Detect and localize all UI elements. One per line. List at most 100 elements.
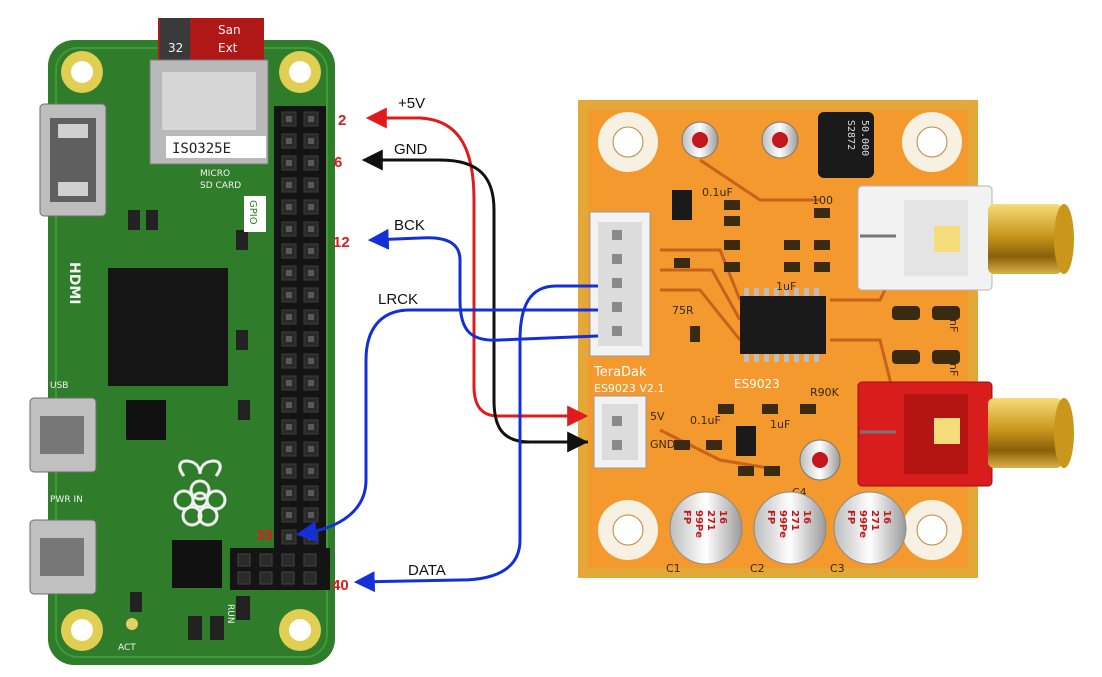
run-header-pin (303, 571, 317, 585)
signal-label-5v: +5V (398, 95, 425, 112)
dac-mount-holes (598, 112, 962, 560)
gpio-pin-tip (286, 270, 292, 276)
raspberry-logo-icon (173, 459, 227, 527)
polymer-cap-print: FP (681, 510, 692, 524)
pin-number-12: 12 (333, 234, 350, 251)
chip-leg (804, 288, 809, 296)
wire-data (353, 284, 598, 593)
polymer-cap-print: FP (765, 510, 776, 524)
sd-card-size: 32 (168, 41, 183, 55)
pi-ic-small (126, 400, 166, 440)
gpio-pin-tip (308, 446, 314, 452)
run-header-pin (281, 571, 295, 585)
power-silk-gnd: GND (650, 438, 675, 451)
act-led (126, 618, 138, 630)
wire-bck (367, 228, 599, 342)
chip-leg (764, 354, 769, 362)
pi-smd-parts (128, 210, 250, 640)
i2s-connector (589, 211, 651, 357)
gpio-pin-tip (286, 424, 292, 430)
silk-c5: 1nF (947, 312, 960, 332)
dac-brand: TeraDak (593, 365, 647, 380)
chip-leg (774, 354, 779, 362)
run-header-pin (281, 553, 295, 567)
run-header-pin (259, 571, 273, 585)
usb-port: USB (29, 381, 97, 473)
gpio-pin-tip (286, 226, 292, 232)
gpio-pin-tip (308, 204, 314, 210)
slot-silk-2: SD CARD (200, 181, 241, 191)
polymer-cap-print: 99Pe (693, 510, 704, 538)
gpio-pin-tip (286, 446, 292, 452)
silk-c2: 0.1uF (690, 414, 721, 427)
gpio-pin-tip (308, 336, 314, 342)
sd-card: 32 San Ext (158, 18, 264, 66)
gpio-pin-tip (286, 380, 292, 386)
wires (295, 107, 599, 593)
soc-chip (108, 268, 228, 386)
chip-leg (774, 288, 779, 296)
sd-reader: ISO325E MICRO SD CARD (149, 59, 269, 191)
polymer-cap-print: 16 (881, 510, 892, 524)
wire-lrck (295, 308, 598, 543)
oscillator: S2872 50.000 (818, 112, 874, 178)
gpio-pin-tip (286, 248, 292, 254)
polymer-cap-label: C1 (666, 562, 681, 575)
slot-silk-1: MICRO (200, 169, 230, 179)
gpio-pin-tip (286, 182, 292, 188)
signal-label-bck: BCK (394, 217, 425, 234)
osc-line1: S2872 (845, 120, 856, 150)
signal-label-data: DATA (408, 562, 446, 579)
gpio-pin-tip (308, 182, 314, 188)
gpio-pin-tip (308, 380, 314, 386)
polymer-cap-print: FP (845, 510, 856, 524)
osc-line2: 50.000 (859, 120, 870, 156)
gpio-silk-box (244, 196, 266, 232)
chip-leg (754, 288, 759, 296)
gpio-pin-tip (308, 314, 314, 320)
rca-jack-red-icon (857, 381, 1074, 487)
polymer-cap-body (669, 491, 743, 565)
hdmi-silk: HDMI (66, 262, 82, 304)
polymer-cap-print: 16 (801, 510, 812, 524)
gpio-pin-tip (286, 116, 292, 122)
silk-c6: 1nF (947, 356, 960, 376)
polymer-cap-body (833, 491, 907, 565)
gpio-pin-tip (308, 116, 314, 122)
pin-number-2: 2 (338, 112, 346, 129)
gpio-pin-tip (286, 358, 292, 364)
pin-number-35: 35 (256, 527, 273, 544)
chip-leg (814, 288, 819, 296)
dac-ic-top (672, 190, 692, 220)
signal-label-gnd: GND (394, 141, 428, 158)
gpio-pin-tip (308, 160, 314, 166)
gpio-pin-tip (308, 248, 314, 254)
wire-gnd (361, 149, 588, 444)
polymer-cap-label: C2 (750, 562, 765, 575)
pin-number-6: 6 (334, 154, 342, 171)
signal-label-lrck: LRCK (378, 291, 418, 308)
run-header-pin (303, 553, 317, 567)
polymer-cap-print: 271 (789, 510, 800, 531)
run-header (230, 548, 330, 590)
pwr-silk: PWR IN (50, 495, 83, 505)
signal-labels: +5V GND BCK LRCK DATA (378, 95, 446, 579)
dac-chip-label: ES9023 (734, 377, 780, 391)
polymer-cap-print: 271 (705, 510, 716, 531)
chip-leg (744, 354, 749, 362)
gpio-pin-tip (308, 402, 314, 408)
gpio-pin-tip (308, 270, 314, 276)
dac-smd-parts (674, 200, 960, 476)
sd-card-line1: San (218, 23, 241, 37)
dac-chip (740, 288, 826, 362)
gpio-pin-tip (286, 292, 292, 298)
gpio-pin-tip (308, 512, 314, 518)
gpio-pin-tip (308, 424, 314, 430)
wire-5v (365, 107, 578, 418)
gpio-pin-tip (286, 534, 292, 540)
